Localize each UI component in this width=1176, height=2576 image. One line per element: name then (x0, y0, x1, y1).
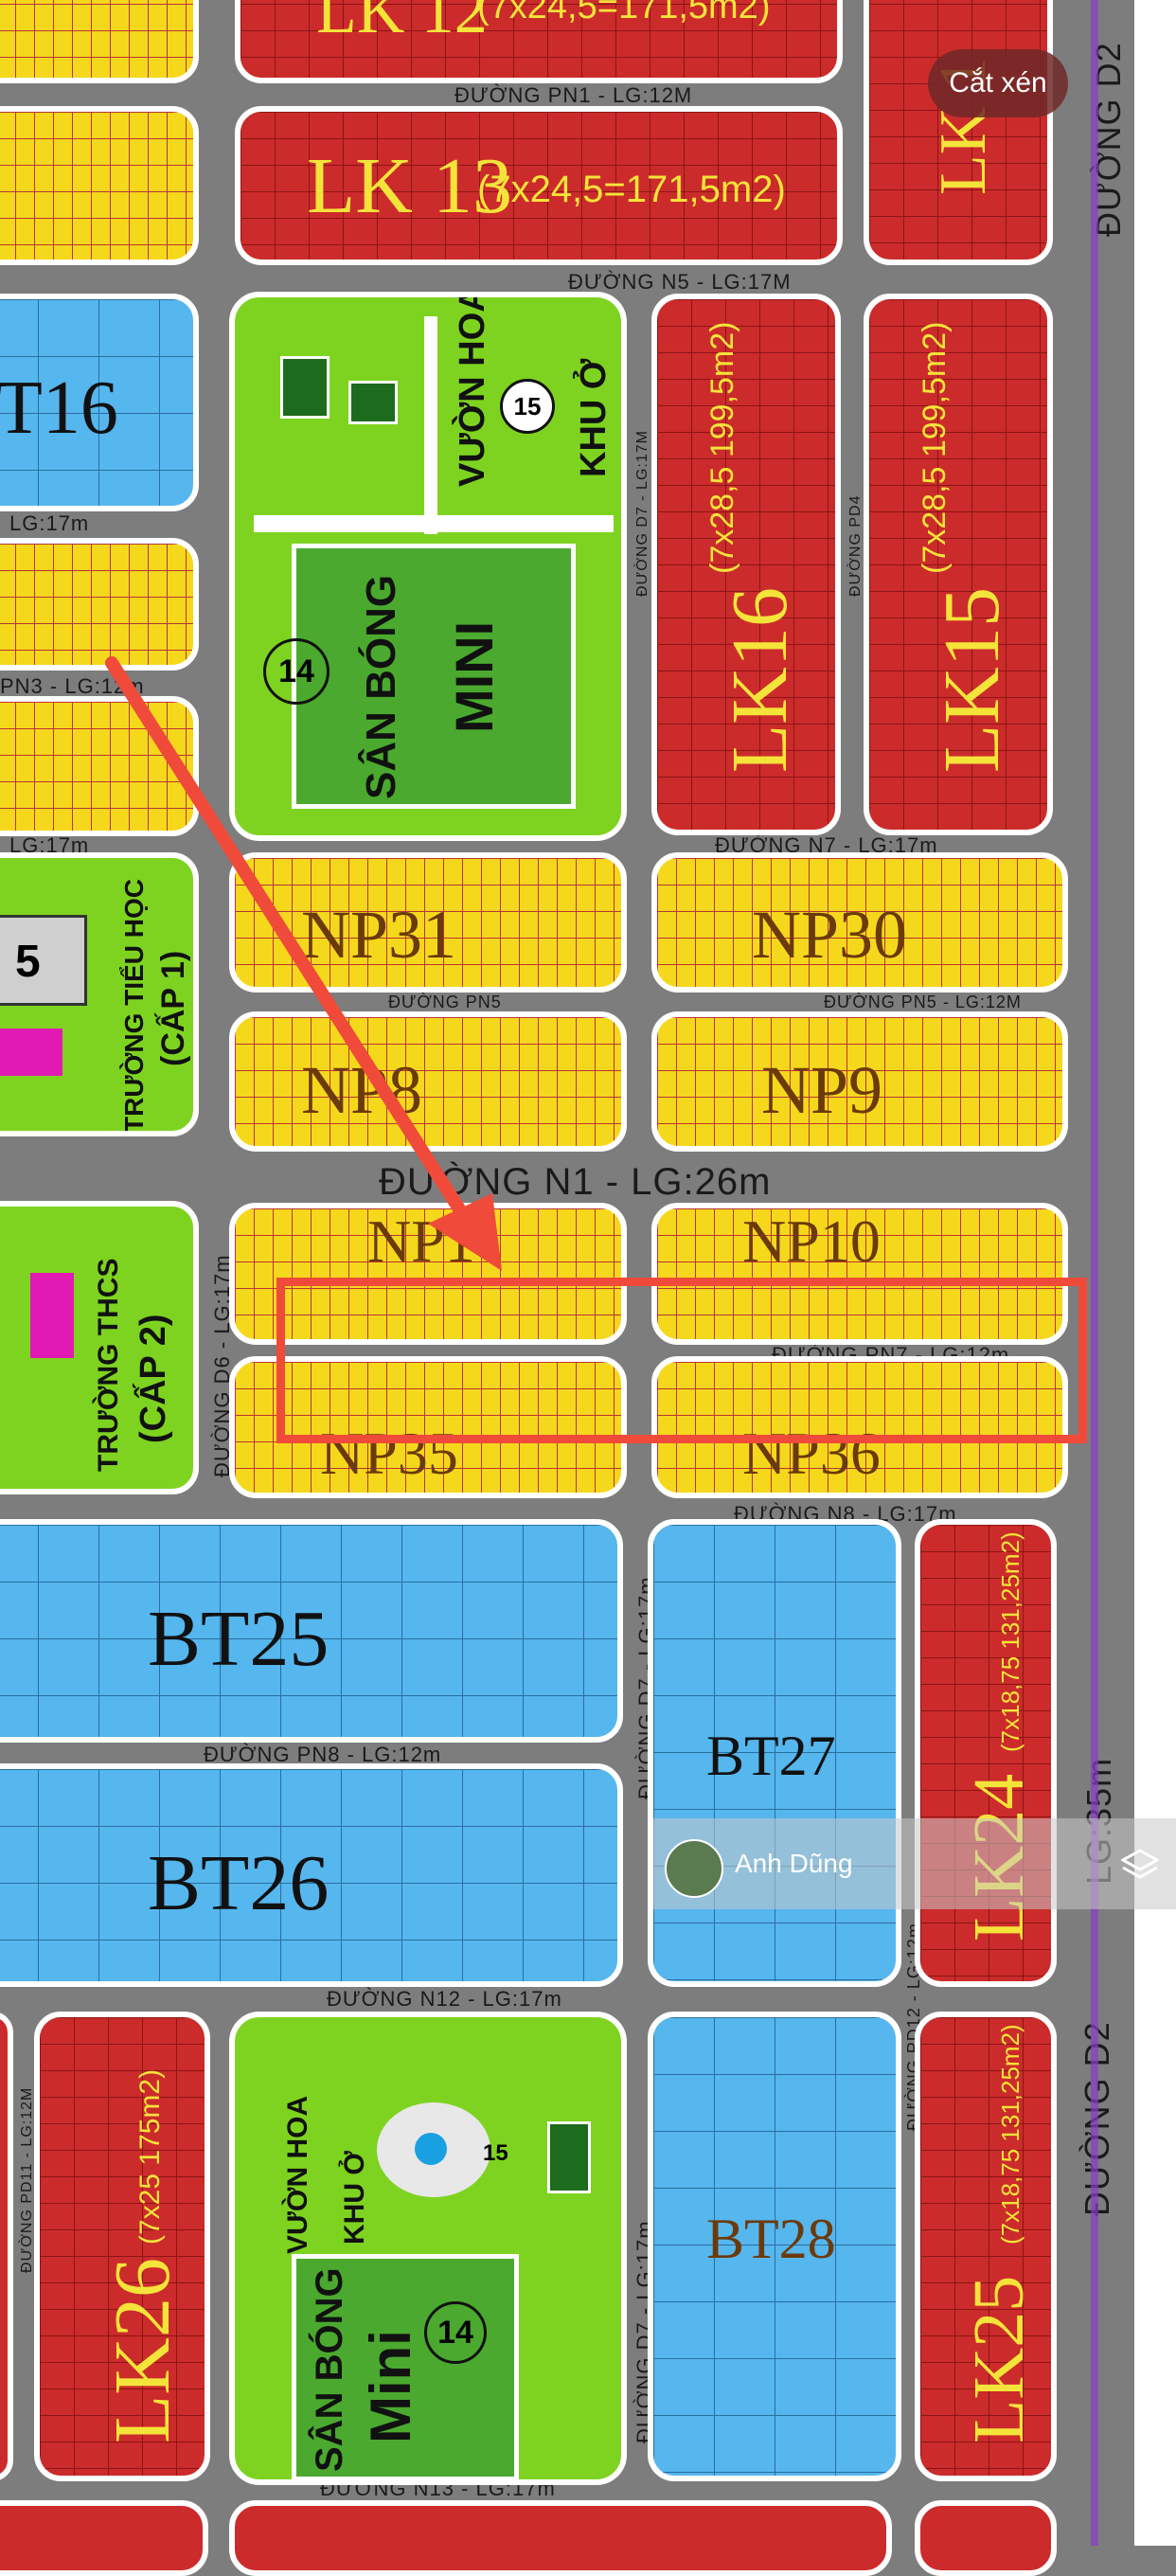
block-row-left-4 (0, 696, 199, 836)
avatar[interactable] (665, 1839, 723, 1898)
soccer-field (292, 544, 576, 809)
primary-school: 5 TRƯỜNG TIỂU HỌC (CẤP 1) (0, 852, 199, 1136)
park-bottom: 14 VƯỜN HOA KHU Ở 15 SÂN BÓNG Mini (229, 2012, 627, 2485)
block-np36-name: NP36 (742, 1420, 881, 1487)
block-row-left-3 (0, 538, 199, 671)
block-lk13-name: LK 13 (307, 142, 512, 230)
block-bt28: BT28 (648, 2012, 901, 2481)
road-n5-label: ĐƯỜNG N5 - LG:17M (568, 270, 792, 294)
block-np35-name: NP35 (320, 1420, 458, 1487)
user-overlay (653, 1818, 1176, 1909)
block-bt26-name: BT26 (148, 1839, 330, 1927)
block-np31-name: NP31 (301, 897, 457, 973)
field-top-number: 14 (263, 638, 330, 705)
crop-button[interactable]: Cắt xén (928, 49, 1068, 117)
block-t16-name: T16 (0, 367, 118, 450)
white-path (424, 316, 437, 534)
block-lk26: LK26 (7x25 175m2) (34, 2012, 210, 2481)
block-np36: NP36 (651, 1356, 1068, 1498)
block-np8: NP8 (229, 1011, 627, 1152)
block-lk13-size: (7x24,5=171,5m2) (477, 169, 786, 210)
block-bt26: BT26 (0, 1763, 623, 1987)
layers-icon[interactable] (1121, 1847, 1159, 1885)
block-lk16: LK16 (7x28,5 199,5m2) (651, 294, 841, 835)
tennis-court-icon (280, 356, 330, 419)
soccer-field (292, 2254, 519, 2479)
park-top-number: 15 (500, 379, 555, 434)
block-bt25: BT25 (0, 1519, 623, 1743)
secondary-school: TRƯỜNG THCS (CẤP 2) (0, 1201, 199, 1494)
park-top: VƯỜN HOA KHU Ở 15 14 SÂN BÓNG MINI (229, 292, 627, 841)
block-lk13: LK 13 (7x24,5=171,5m2) (235, 106, 843, 265)
school-number: 5 (15, 937, 41, 987)
school-building (0, 915, 87, 1006)
block-np9: NP9 (651, 1011, 1068, 1152)
road-lg17-label: LG:17m (9, 511, 90, 535)
school-building (30, 1273, 74, 1358)
block-np30: NP30 (651, 852, 1068, 993)
road-pn5-label: ĐƯỜNG PN5 (388, 993, 502, 1011)
road-n12-label: ĐƯỜNG N12 - LG:17m (327, 1987, 562, 2011)
block-lk12-size: (7x24,5=171,5m2) (477, 0, 771, 27)
school-building (0, 1029, 62, 1076)
fountain-icon (415, 2133, 447, 2165)
park-bottom-number: 15 (483, 2140, 508, 2166)
block-bt25-name: BT25 (148, 1595, 330, 1683)
tennis-court-icon (348, 381, 398, 424)
block-np35: NP35 (229, 1356, 627, 1498)
block-row-left-2 (0, 106, 199, 265)
road-pn1-label: ĐƯỜNG PN1 - LG:12M (454, 83, 693, 107)
right-curb (1134, 0, 1176, 2546)
block-t16: T16 (0, 294, 199, 511)
tennis-court-icon (547, 2121, 591, 2193)
user-name: Anh Dũng (735, 1849, 853, 1878)
right-curb (1091, 0, 1098, 2546)
block-lk25: LK25 (7x18,75 131,25m2) (915, 2012, 1057, 2481)
block-np30-name: NP30 (752, 897, 908, 973)
block-bt28-name: BT28 (706, 2208, 836, 2270)
block-lk15: LK15 (7x28,5 199,5m2) (864, 294, 1053, 835)
block-lk14: LK 1 (864, 0, 1053, 265)
highlight-box (276, 1278, 1087, 1443)
block-np-east: NP10 (651, 1203, 1068, 1345)
block-np-east-name: NP10 (742, 1208, 881, 1275)
block-lk12-name: LK 12 (316, 0, 488, 47)
road-pn8-label: ĐƯỜNG PN8 - LG:12m (204, 1743, 442, 1766)
road-pn5-label: ĐƯỜNG PN5 - LG:12M (824, 993, 1022, 1011)
block-row-left-top (0, 0, 199, 83)
block-np-west: NP1 (229, 1203, 627, 1345)
field-bottom-number: 14 (424, 2301, 487, 2364)
block-bt27-name: BT27 (706, 1725, 836, 1787)
block-np9-name: NP9 (761, 1052, 883, 1128)
block-lk12: LK 12 (7x24,5=171,5m2) (235, 0, 843, 83)
